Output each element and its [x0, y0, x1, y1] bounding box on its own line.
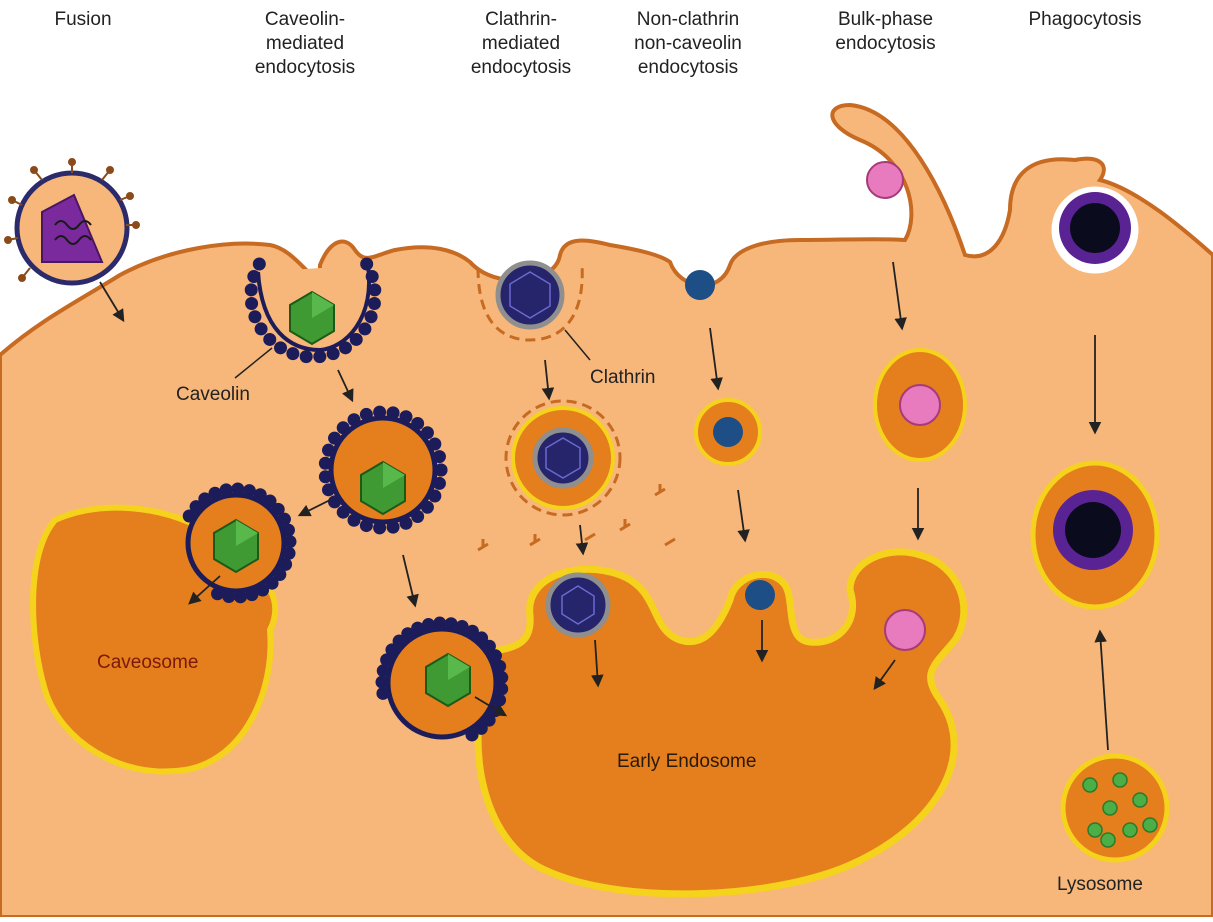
caveolin-bead: [245, 297, 258, 310]
caveolin-bead: [360, 408, 373, 421]
caveolin-bead: [433, 450, 446, 463]
caveolin-bead: [245, 588, 258, 601]
caveolin-bead: [255, 322, 268, 335]
caveolin-bead: [348, 413, 361, 426]
caveolin-bead: [411, 510, 424, 523]
column-title-bulk: Bulk-phase endocytosis: [818, 8, 953, 56]
column-title-phagocytosis: Phagocytosis: [1010, 8, 1160, 32]
caveolin-bead: [234, 590, 247, 603]
caveolin-bead: [368, 283, 381, 296]
caveolin-bead: [422, 618, 435, 631]
caveolin-bead: [283, 547, 296, 560]
bulk-phase-vesicle: [875, 350, 965, 460]
caveolin-bead: [495, 682, 508, 695]
bulk-phase-particle-pit: [867, 162, 903, 198]
caveolin-bead: [222, 590, 235, 603]
caveolin-bead: [376, 687, 389, 700]
caveolin-bead: [300, 350, 313, 363]
caveolin-bead: [365, 310, 378, 323]
endosome-bulk-particle: [885, 610, 925, 650]
caveolin-bead: [428, 490, 441, 503]
label-early-endosome: Early Endosome: [617, 751, 756, 772]
nccn-vesicle: [696, 400, 760, 464]
caveolin-bead: [387, 521, 400, 534]
label-caveosome: Caveosome: [97, 652, 198, 673]
caveolin-bead: [313, 350, 326, 363]
caveolin-bead: [247, 270, 260, 283]
column-title-fusion: Fusion: [28, 8, 138, 32]
caveolin-bead: [248, 310, 261, 323]
column-title-caveolin: Caveolin- mediated endocytosis: [240, 8, 370, 80]
caveolin-bead: [231, 483, 244, 496]
caveolin-bead: [387, 406, 400, 419]
caveolin-bead: [433, 477, 446, 490]
phagosome: [1033, 463, 1157, 607]
caveolin-bead: [253, 258, 266, 271]
caveolin-bead: [211, 587, 224, 600]
column-title-clathrin: Clathrin- mediated endocytosis: [456, 8, 586, 80]
caveolin-bead: [282, 524, 295, 537]
caveolin-bead: [466, 728, 479, 741]
lysosome: [1063, 756, 1167, 860]
caveolin-bead: [286, 347, 299, 360]
caveolin-bead: [495, 671, 508, 684]
caveolin-bead: [366, 270, 379, 283]
caveolin-bead: [327, 347, 340, 360]
caveolin-bead: [337, 421, 350, 434]
caveolin-bead: [360, 258, 373, 271]
caveolin-bead: [319, 457, 332, 470]
caveolin-bead: [283, 535, 296, 548]
caveolin-bead: [339, 341, 352, 354]
caveolin-bead: [328, 432, 341, 445]
label-clathrin: Clathrin: [590, 367, 655, 388]
caveolin-bead: [245, 283, 258, 296]
caveolin-bead: [368, 297, 381, 310]
caveolin-bead: [322, 483, 335, 496]
caveolin-bead: [337, 506, 350, 519]
label-lysosome: Lysosome: [1057, 874, 1143, 895]
caveolin-bead: [360, 519, 373, 532]
column-title-nccn: Non-clathrin non-caveolin endocytosis: [618, 8, 758, 80]
caveolin-bead: [209, 487, 222, 500]
caveolin-bead: [433, 617, 446, 630]
endosome-nccn-virus: [745, 580, 775, 610]
caveolin-bead: [399, 410, 412, 423]
caveolin-bead: [411, 417, 424, 430]
caveolin-bead: [274, 341, 287, 354]
caveolin-bead: [428, 437, 441, 450]
caveolin-bead: [328, 495, 341, 508]
caveolin-bead: [421, 426, 434, 439]
caveolin-bead: [376, 676, 389, 689]
label-caveolin: Caveolin: [176, 384, 250, 405]
caveolin-bead: [421, 501, 434, 514]
caveolin-bead: [350, 333, 363, 346]
caveolin-bead: [322, 444, 335, 457]
caveolin-bead: [399, 517, 412, 530]
caveolin-bead: [348, 514, 361, 527]
caveolin-bead: [263, 333, 276, 346]
phagocytosis-pit: [1053, 188, 1137, 272]
fusion-virus: [5, 159, 139, 283]
caveolin-bead: [435, 464, 448, 477]
caveolin-bead: [220, 483, 233, 496]
nccn-pit-virus: [685, 270, 715, 300]
endosome-clathrin-virus: [548, 575, 608, 635]
caveolin-bead: [445, 617, 458, 630]
caveolin-bead: [373, 521, 386, 534]
caveolin-bead: [493, 660, 506, 673]
caveolin-bead: [358, 322, 371, 335]
caveolin-bead: [319, 470, 332, 483]
caveolin-bead: [373, 406, 386, 419]
